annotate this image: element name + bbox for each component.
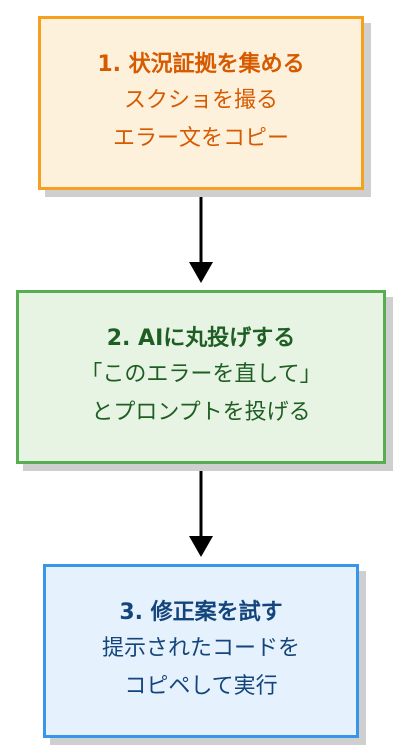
step-2-box: 2. AIに丸投げする 「このエラーを直して」 とプロンプトを投げる xyxy=(16,290,386,464)
step-1-line-1: スクショを撮る xyxy=(123,88,278,113)
step-3-box: 3. 修正案を試す 提示されたコードを コピペして実行 xyxy=(43,564,359,738)
step-2-line-1: 「このエラーを直して」 xyxy=(80,362,322,387)
step-1-line-2: エラー文をコピー xyxy=(112,126,289,151)
step-1-box: 1. 状況証拠を集める スクショを撮る エラー文をコピー xyxy=(38,16,364,190)
step-3-line-2: コピペして実行 xyxy=(124,674,278,699)
step-2-title: 2. AIに丸投げする xyxy=(106,326,296,351)
arrow-1-to-2 xyxy=(189,190,213,283)
step-1-title: 1. 状況証拠を集める xyxy=(97,52,305,77)
step-2-line-2: とプロンプトを投げる xyxy=(91,400,311,425)
arrow-2-to-3 xyxy=(189,464,213,557)
step-3-title: 3. 修正案を試す xyxy=(119,600,283,625)
step-3-line-1: 提示されたコードを xyxy=(101,636,300,661)
